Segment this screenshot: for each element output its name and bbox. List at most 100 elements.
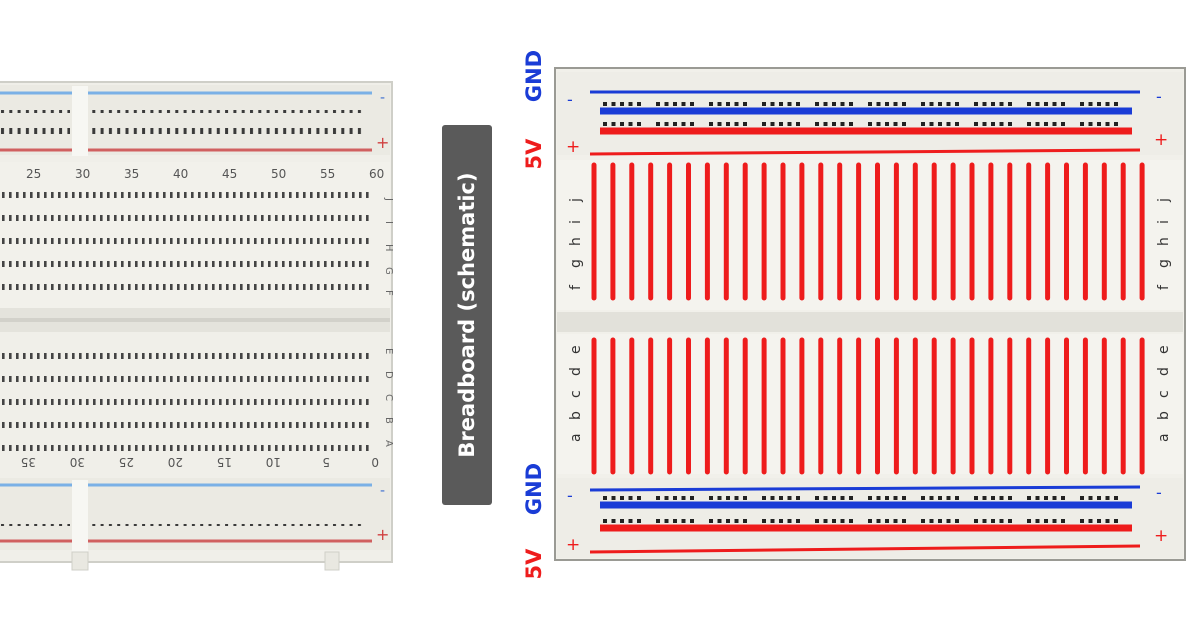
rail-hole xyxy=(664,496,669,500)
rail-hole xyxy=(974,102,978,106)
rail-hole xyxy=(1027,122,1031,126)
photo-column-number: 50 xyxy=(271,167,286,181)
photo-column-number: 60 xyxy=(369,167,384,181)
rail-hole xyxy=(1088,122,1093,126)
top-5v-label: 5V xyxy=(522,138,546,170)
rail-hole xyxy=(681,496,686,500)
rail-hole xyxy=(796,519,800,523)
rail-hole xyxy=(876,122,881,126)
rail-hole xyxy=(673,496,677,500)
photo-column-number: 30 xyxy=(70,455,85,469)
rail-hole xyxy=(620,496,624,500)
rail-hole xyxy=(991,496,995,500)
rail-hole xyxy=(787,102,792,106)
rail-hole xyxy=(681,519,686,523)
rail-hole xyxy=(1027,519,1031,523)
rail-hole xyxy=(991,102,995,106)
photo-row-letter: G xyxy=(383,267,394,275)
photo-row-letter: D xyxy=(383,371,394,379)
rail-hole xyxy=(656,122,660,126)
rail-hole xyxy=(1027,496,1031,500)
photo-column-number: 45 xyxy=(222,167,237,181)
photo-row-letter: F xyxy=(383,290,394,296)
rail-hole xyxy=(1044,519,1048,523)
rail-hole xyxy=(611,519,616,523)
rail-hole xyxy=(832,519,836,523)
rail-hole xyxy=(902,122,906,126)
rail-hole xyxy=(1035,519,1040,523)
rail-hole xyxy=(637,519,641,523)
rail-hole xyxy=(796,122,800,126)
rail-hole xyxy=(673,519,677,523)
photo-column-number: 40 xyxy=(173,167,188,181)
rail-hole xyxy=(762,122,766,126)
rail-hole xyxy=(762,102,766,106)
rail-hole xyxy=(1097,496,1101,500)
rail-hole xyxy=(1105,122,1110,126)
rail-hole xyxy=(982,496,987,500)
schematic-bottom-gnd-thin xyxy=(589,485,1141,492)
schematic-row-letter: b xyxy=(568,411,584,420)
rail-hole xyxy=(868,102,872,106)
rail-hole xyxy=(637,496,641,500)
rail-hole xyxy=(938,496,942,500)
rail-hole xyxy=(709,519,713,523)
photo-column-number: 30 xyxy=(75,167,90,181)
rail-hole xyxy=(603,519,607,523)
schematic-row-letter: c xyxy=(1156,390,1172,398)
schematic-row-letter: a xyxy=(1156,433,1172,442)
schematic-row-letter: g xyxy=(568,259,584,268)
photo-column-number: 5 xyxy=(322,455,330,469)
photo-row-letter: C xyxy=(383,394,394,401)
rail-hole xyxy=(628,102,633,106)
rail-hole xyxy=(1105,102,1110,106)
rail-hole xyxy=(849,519,853,523)
rail-hole xyxy=(681,122,686,126)
bottom-5v-label: 5V xyxy=(522,548,546,580)
rail-hole xyxy=(1114,102,1118,106)
rail-hole xyxy=(796,102,800,106)
rail-hole xyxy=(955,496,959,500)
rail-hole xyxy=(929,122,934,126)
rail-hole xyxy=(620,519,624,523)
rail-hole xyxy=(946,122,951,126)
schematic-row-letter: f xyxy=(568,284,584,290)
rail-hole xyxy=(876,519,881,523)
rail-hole xyxy=(690,122,694,126)
rail-hole xyxy=(1105,496,1110,500)
rail-hole xyxy=(603,102,607,106)
rail-hole xyxy=(921,496,925,500)
rail-hole xyxy=(664,519,669,523)
rail-hole xyxy=(815,496,819,500)
photo-column-number: 10 xyxy=(266,455,281,469)
rail-hole xyxy=(1088,519,1093,523)
rail-hole xyxy=(709,496,713,500)
rail-hole xyxy=(1061,122,1065,126)
rail-hole xyxy=(868,122,872,126)
photo-top-plus: + xyxy=(376,133,389,152)
rail-hole xyxy=(717,122,722,126)
photo-row-letter: E xyxy=(383,348,394,354)
schematic-row-letter: j xyxy=(568,198,584,203)
rail-hole xyxy=(885,496,889,500)
schematic-row-letter: h xyxy=(568,237,584,246)
schematic-row-letter: i xyxy=(568,220,584,224)
rail-hole xyxy=(921,519,925,523)
rail-hole xyxy=(840,519,845,523)
rail-hole xyxy=(1008,496,1012,500)
photo-column-number: 20 xyxy=(168,455,183,469)
photo-column-number: 55 xyxy=(320,167,335,181)
rail-hole xyxy=(620,122,624,126)
rail-hole xyxy=(921,102,925,106)
rail-hole xyxy=(999,102,1004,106)
schematic-bottom-right-plus: + xyxy=(1154,526,1168,546)
rail-hole xyxy=(787,496,792,500)
rail-hole xyxy=(603,496,607,500)
rail-hole xyxy=(656,496,660,500)
rail-hole xyxy=(955,519,959,523)
rail-hole xyxy=(938,102,942,106)
rail-hole xyxy=(946,496,951,500)
schematic-top-left-minus: - xyxy=(567,90,573,109)
rail-hole xyxy=(734,102,739,106)
rail-hole xyxy=(823,519,828,523)
